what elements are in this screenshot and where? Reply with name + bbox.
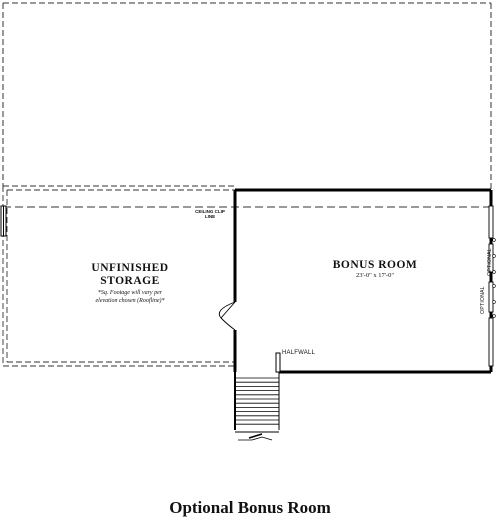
optional-label-upper: OPTIONAL bbox=[487, 248, 493, 276]
storage-note-line2: elevation chosen (Roofline)* bbox=[95, 298, 165, 304]
ceiling-clip-label: CEILING CLIP LINE bbox=[195, 209, 225, 219]
storage-note-line1: *Sq. Footage will vary per bbox=[97, 290, 163, 296]
storage-title-line2: STORAGE bbox=[100, 275, 160, 287]
storage-title-line1: UNFINISHED bbox=[91, 262, 169, 274]
bonus-room-dimensions: 23'-0" x 17'-0" bbox=[356, 272, 394, 279]
stairs bbox=[234, 372, 280, 441]
plan-caption: Optional Bonus Room bbox=[169, 498, 331, 517]
bonus-room-title: BONUS ROOM bbox=[332, 259, 418, 271]
optional-label-lower: OPTIONAL bbox=[480, 286, 486, 314]
attic-outline bbox=[2, 2, 492, 190]
left-window bbox=[0, 205, 7, 237]
right-windows bbox=[488, 205, 494, 367]
storage-door bbox=[218, 301, 236, 331]
bonus-room-walls bbox=[233, 188, 493, 374]
storage-title: UNFINISHED STORAGE bbox=[60, 262, 200, 288]
halfwall bbox=[275, 352, 281, 373]
storage-note: *Sq. Footage will vary per elevation cho… bbox=[60, 289, 200, 305]
optional-markers bbox=[492, 238, 496, 318]
halfwall-label: HALFWALL bbox=[282, 350, 316, 356]
